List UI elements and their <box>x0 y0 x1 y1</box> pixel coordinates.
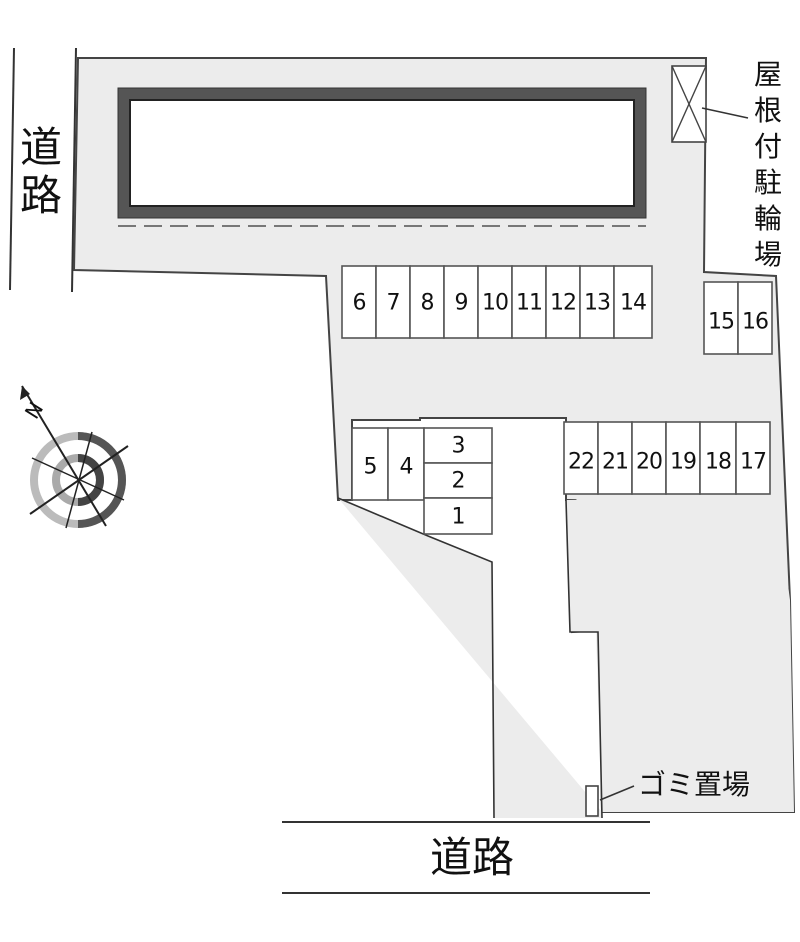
space-label-12: 12 <box>550 291 576 316</box>
space-label-11: 11 <box>516 291 542 316</box>
space-label-6: 6 <box>353 291 366 316</box>
bike-parking-label: 屋 根 付 駐 輪 場 <box>754 58 782 271</box>
compass-ring-inner-dark <box>77 454 105 506</box>
compass-north-arrow <box>20 386 30 400</box>
space-label-9: 9 <box>455 291 468 316</box>
space-label-20: 20 <box>636 450 662 475</box>
left-road-edge-inner <box>71 47 77 293</box>
space-label-8: 8 <box>421 291 434 316</box>
space-label-3: 3 <box>452 434 465 459</box>
space-label-18: 18 <box>705 450 731 475</box>
building <box>129 99 635 207</box>
parking-space-9 <box>443 265 479 339</box>
space-label-4: 4 <box>400 455 413 480</box>
space-label-10: 10 <box>482 291 508 316</box>
parking-space-13 <box>579 265 615 339</box>
space-label-21: 21 <box>602 450 628 475</box>
parking-space-1 <box>423 497 493 535</box>
road-label-bottom: 道路 <box>430 833 514 882</box>
parking-space-16 <box>737 281 773 355</box>
parking-space-21 <box>597 421 633 495</box>
road-label-left-2: 路 <box>20 171 62 220</box>
parking-space-2 <box>423 462 493 499</box>
parking-row-6-14: 6 7 8 9 10 11 12 13 14 <box>341 265 653 339</box>
parking-row-4-5: 5 4 <box>351 427 425 501</box>
parking-space-10 <box>477 265 513 339</box>
road-label-left-1: 道 <box>20 123 62 172</box>
parking-space-3 <box>423 427 493 464</box>
bike-parking-label-char-5: 輪 <box>754 202 782 235</box>
compass-ring-dark <box>77 432 127 528</box>
space-label-7: 7 <box>387 291 400 316</box>
lot-edge-southeast <box>565 499 603 819</box>
bike-parking-label-char-2: 根 <box>754 94 782 127</box>
space-label-15: 15 <box>708 310 734 335</box>
parking-space-5 <box>351 427 389 501</box>
bike-parking-label-char-6: 場 <box>754 238 782 271</box>
parking-space-22 <box>563 421 599 495</box>
compass-icon: N <box>20 385 129 529</box>
space-label-17: 17 <box>740 450 766 475</box>
garbage-label: ゴミ置場 <box>638 768 750 801</box>
parking-row-17-22: 22 21 20 19 18 17 <box>563 421 771 495</box>
left-road-edge-outer <box>9 47 15 291</box>
parking-space-11 <box>511 265 547 339</box>
parking-space-7 <box>375 265 411 339</box>
lot-edge-southwest <box>337 497 495 819</box>
parking-row-15-16: 15 16 <box>703 281 773 355</box>
bike-parking-leader <box>701 107 749 119</box>
space-label-13: 13 <box>584 291 610 316</box>
parking-stack-1-3: 3 2 1 <box>423 427 493 535</box>
space-label-14: 14 <box>620 291 646 316</box>
garbage-area <box>585 785 599 817</box>
space-label-1: 1 <box>452 505 465 530</box>
bike-parking-label-char-3: 付 <box>754 130 782 163</box>
parking-space-18 <box>699 421 737 495</box>
garbage-leader <box>599 785 635 801</box>
driveway-area <box>338 496 794 818</box>
space-label-5: 5 <box>364 455 377 480</box>
parking-space-14 <box>613 265 653 339</box>
parking-space-15 <box>703 281 739 355</box>
bike-parking-label-char-4: 駐 <box>754 166 782 199</box>
compass-axis-ns <box>21 385 107 527</box>
compass-north-letter: N <box>20 398 48 423</box>
parking-space-12 <box>545 265 581 339</box>
compass-axis-b <box>31 457 125 501</box>
space-label-22: 22 <box>568 450 594 475</box>
parking-space-8 <box>409 265 445 339</box>
parking-space-4 <box>387 427 425 501</box>
space-label-19: 19 <box>670 450 696 475</box>
bike-parking-cross-b <box>671 65 707 143</box>
bike-parking-label-char-1: 屋 <box>754 58 782 91</box>
parking-space-17 <box>735 421 771 495</box>
space-label-16: 16 <box>742 310 768 335</box>
space-label-2: 2 <box>452 469 465 494</box>
